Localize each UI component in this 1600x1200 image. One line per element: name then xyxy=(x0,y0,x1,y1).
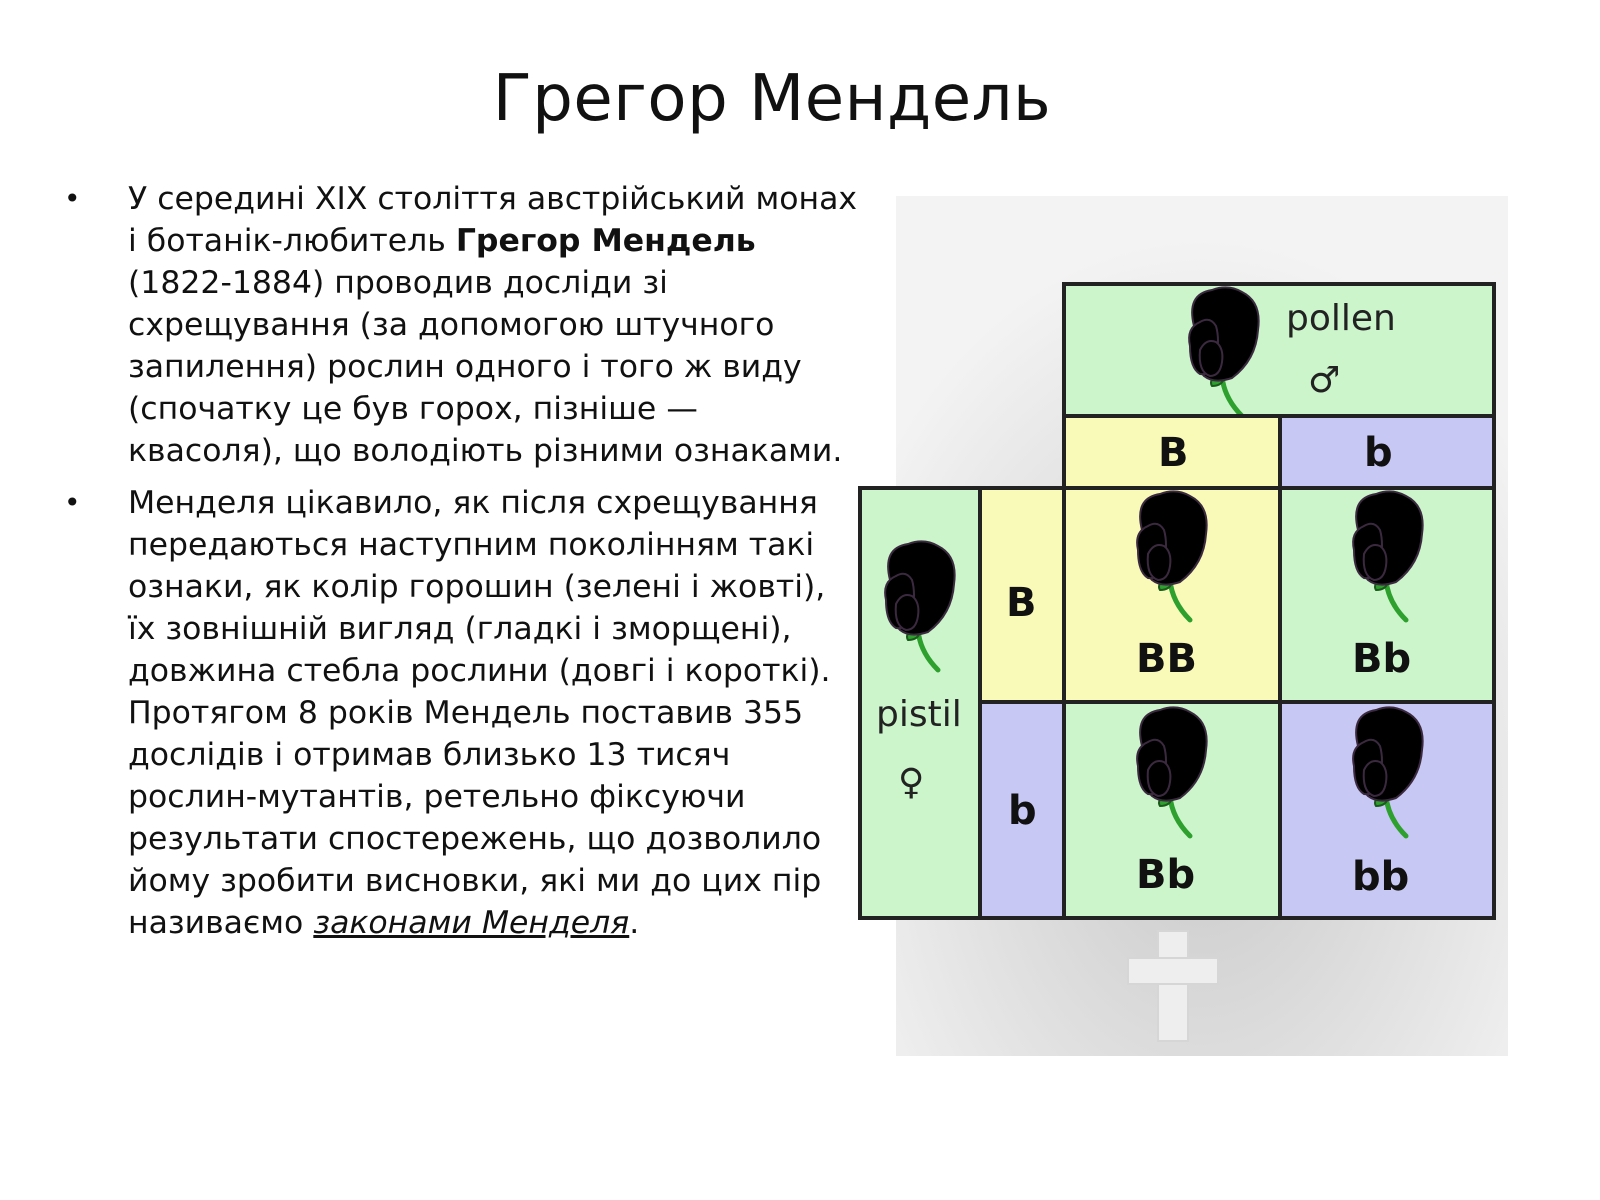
bullet-list: • У середині XIX століття австрійський м… xyxy=(58,178,858,954)
pistil-allele-label-B: B xyxy=(1006,580,1037,626)
offspring-label-Bb-top: Bb xyxy=(1352,636,1411,682)
punnett-square-figure: pollen ♂ B b pistil ♀ B b BB Bb Bb bb xyxy=(852,196,1552,1096)
photo-cross xyxy=(1127,930,1219,1042)
mendel-laws-link[interactable]: законами Менделя xyxy=(313,905,630,941)
pistil-allele-label-b: b xyxy=(1008,788,1037,834)
offspring-label-BB: BB xyxy=(1136,636,1197,682)
bullet-item-1: • У середині XIX століття австрійський м… xyxy=(58,178,858,472)
pollen-header-cell xyxy=(1062,282,1496,418)
female-symbol-icon: ♀ xyxy=(898,762,924,803)
paragraph-1-bold-name: Грегор Мендель xyxy=(455,223,756,259)
pollen-allele-label-B: B xyxy=(1158,430,1189,476)
pistil-allele-cell-b xyxy=(978,700,1066,920)
bullet-marker: • xyxy=(64,182,81,215)
offspring-label-bb: bb xyxy=(1352,854,1409,900)
male-symbol-icon: ♂ xyxy=(1308,360,1340,401)
bullet-item-2: • Менделя цікавило, як після схрещування… xyxy=(58,482,858,944)
pollen-allele-label-b: b xyxy=(1364,430,1393,476)
paragraph-2-text-end: . xyxy=(629,905,640,941)
paragraph-1-text-end: (1822-1884) проводив досліди зі схрещува… xyxy=(128,265,843,469)
paragraph-1-text: У середині XIX століття австрійський мон… xyxy=(128,181,858,259)
slide-title: Грегор Мендель xyxy=(492,62,1052,136)
pollen-label: pollen xyxy=(1286,298,1396,339)
offspring-label-Bb-bottom: Bb xyxy=(1136,852,1195,898)
pistil-label: pistil xyxy=(876,694,962,735)
paragraph-2-text: Менделя цікавило, як після схрещування п… xyxy=(128,485,831,941)
punnett-square-svg: pollen ♂ B b pistil ♀ B b BB Bb Bb bb xyxy=(858,196,1508,1056)
bullet-marker: • xyxy=(64,486,81,519)
